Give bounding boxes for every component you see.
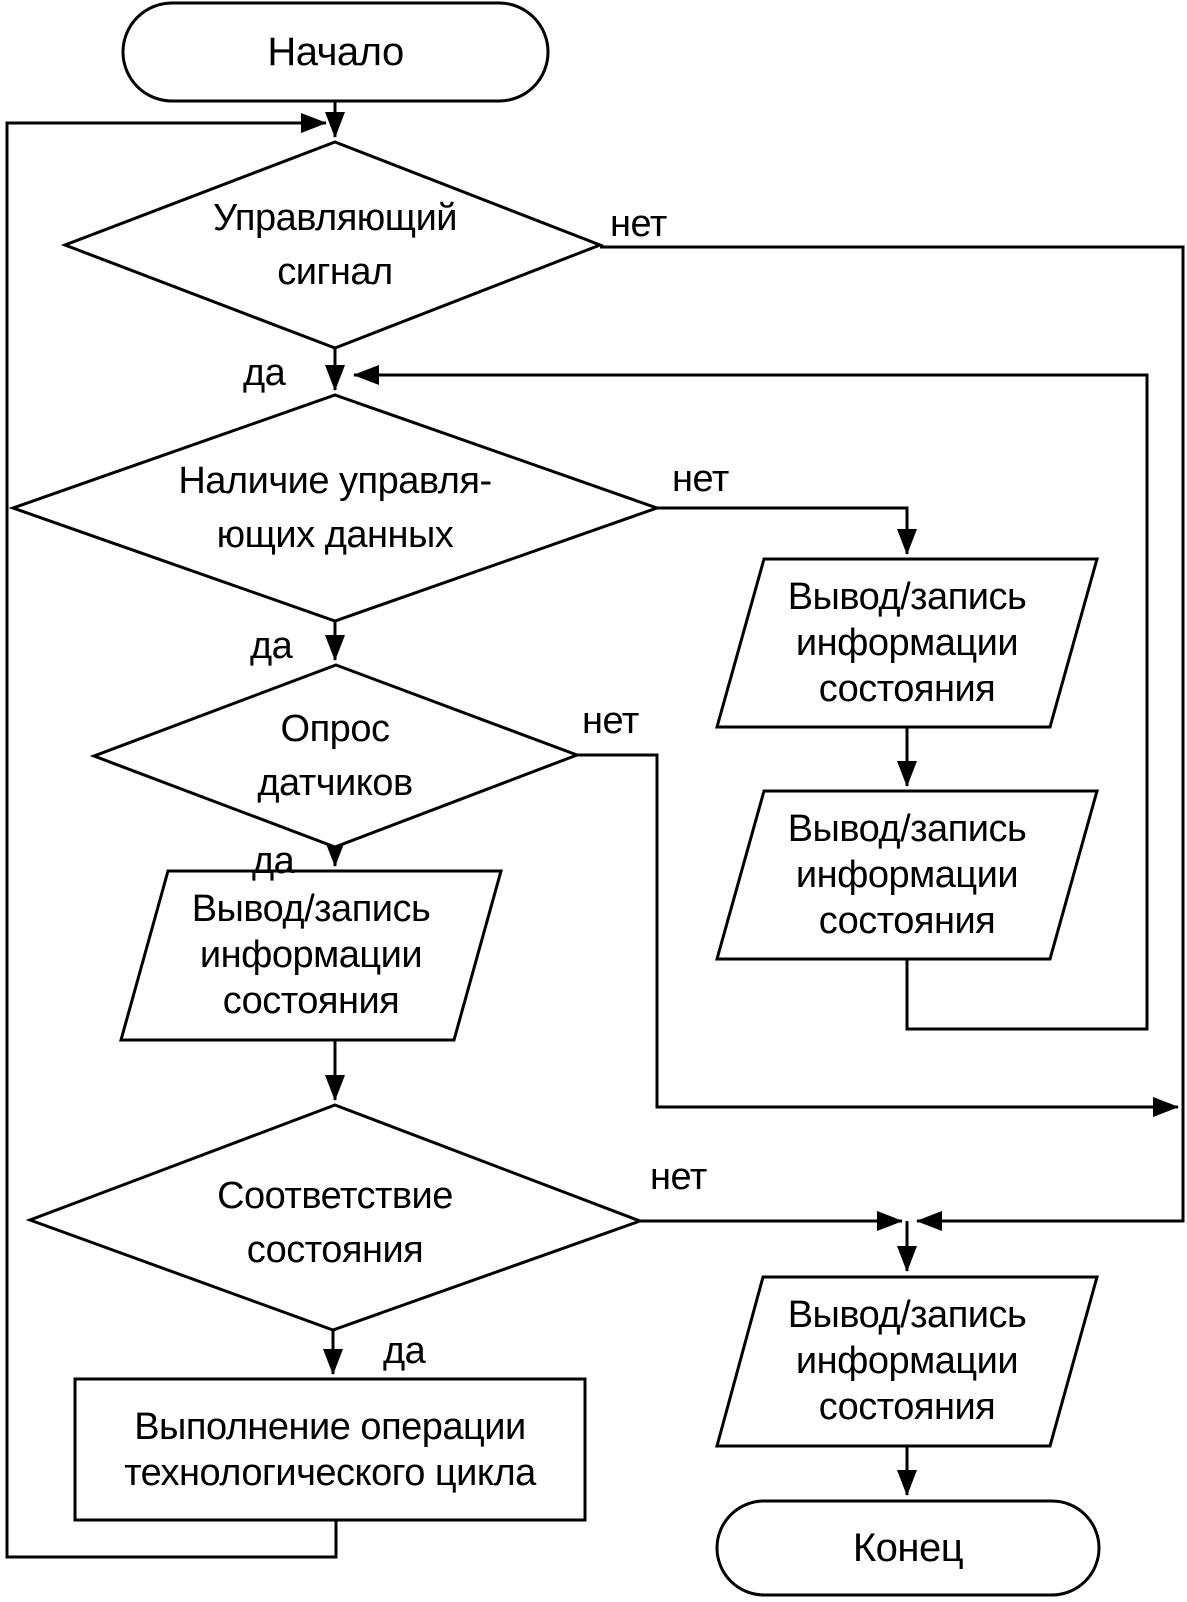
decision-sensor-poll-shape: [89, 663, 582, 849]
io-bottom-shape: [715, 1275, 1099, 1448]
io-bottom-label: Вывод/запись информации состояния: [787, 1294, 1027, 1428]
edge-label-d2-yes: да: [250, 625, 293, 667]
decision-state-match-shape: [25, 1103, 645, 1332]
decision-state-match-label: Соответствие состояния: [217, 1174, 453, 1271]
io-left-shape: [119, 869, 503, 1042]
connector-d2-no-to-io-right1: [657, 506, 917, 555]
process-rectangle-shape: [73, 1377, 587, 1522]
edge-label-d3-no: нет: [582, 700, 639, 742]
edge-label-d1-no: нет: [610, 203, 667, 245]
io-right2-shape: [715, 789, 1099, 961]
start-terminator-label: Начало: [267, 30, 404, 74]
connector-process-loop-to-d1: [5, 113, 338, 1559]
edge-label-d4-yes: да: [383, 1330, 426, 1372]
end-terminator-label: Конец: [852, 1526, 964, 1570]
decision-control-signal-label: Управляющий сигнал: [212, 197, 458, 293]
start-terminator-shape: [121, 1, 550, 103]
decision-sensor-poll-label: Опрос датчиков: [257, 708, 413, 804]
io-right2-label: Вывод/запись информации состояния: [787, 808, 1027, 942]
connector-io-right2-loop-to-d2-merge: [353, 365, 1149, 1031]
decision-control-data-shape: [8, 393, 662, 623]
io-right1-label: Вывод/запись информации состояния: [787, 576, 1027, 710]
edge-label-d1-yes: да: [243, 352, 286, 394]
io-right1-shape: [715, 557, 1099, 729]
edge-label-d3-yes: да: [252, 840, 295, 882]
connector-d1-no-to-bottom-merge: [600, 245, 1185, 1231]
decision-control-signal-shape: [60, 140, 605, 350]
edge-label-d2-no: нет: [672, 458, 729, 500]
process-rectangle-label: Выполнение операции технологического цик…: [124, 1405, 536, 1494]
connector-d3-no-to-right-rail: [577, 753, 1179, 1117]
end-terminator-shape: [715, 1499, 1101, 1597]
decision-control-data-label: Наличие управля- ющих данных: [178, 460, 492, 556]
edge-label-d4-no: нет: [650, 1156, 707, 1198]
io-left-label: Вывод/запись информации состояния: [191, 888, 431, 1022]
